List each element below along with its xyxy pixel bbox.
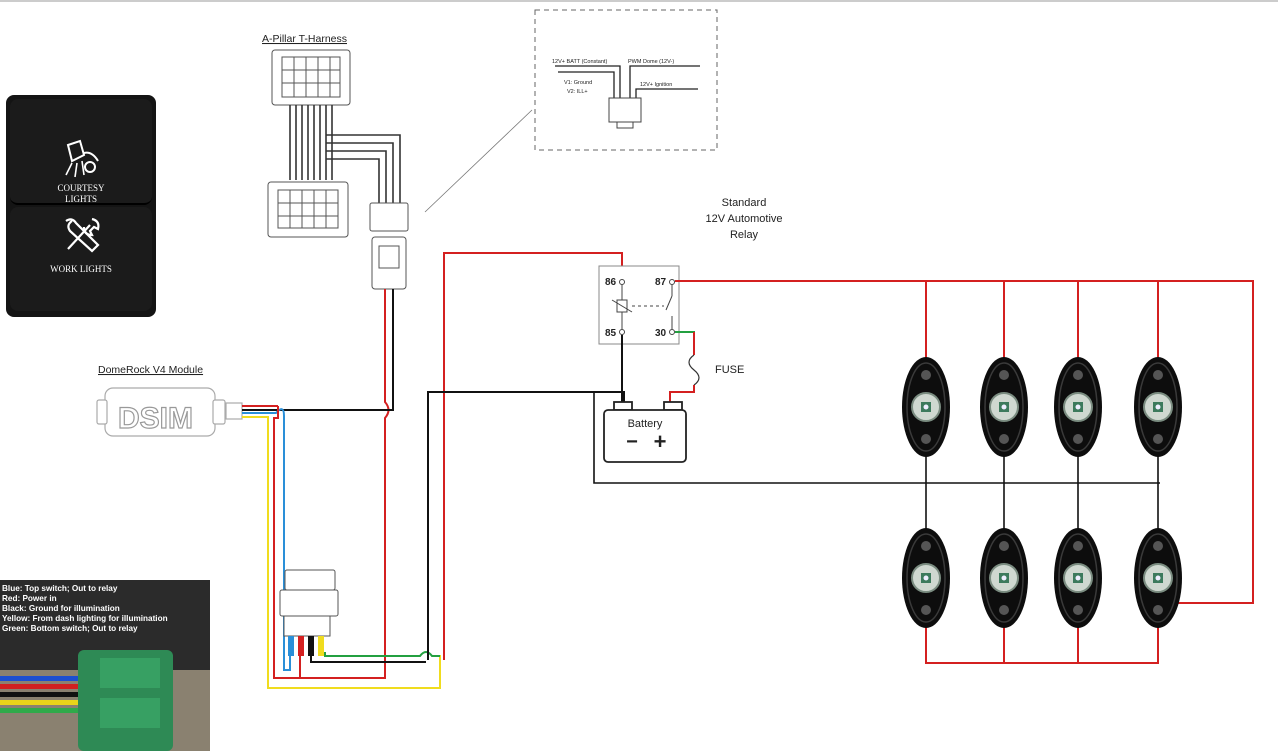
a-pillar-label: A-Pillar T-Harness xyxy=(262,33,347,45)
light-ground-bus xyxy=(925,455,1159,530)
fuse-symbol xyxy=(688,354,700,386)
battery-neg-sign: − xyxy=(626,431,638,453)
ground-black-wire xyxy=(427,391,625,660)
t-harness-branch-wires xyxy=(326,134,401,205)
a-pillar-connector-bottom xyxy=(267,181,349,238)
detail-v1-label: V1: Ground xyxy=(564,80,592,86)
connector-detail-box xyxy=(534,9,718,151)
relay-body xyxy=(598,265,680,345)
legend-blue: Blue: Top switch; Out to relay xyxy=(2,584,118,593)
switch-connector-pins xyxy=(288,636,324,656)
work-lights-switch[interactable]: WORK LIGHTS xyxy=(10,207,152,311)
courtesy-label-1: COURTESY xyxy=(57,183,105,193)
battery-label: Battery xyxy=(628,418,663,430)
legend-black: Black: Ground for illumination xyxy=(2,604,120,613)
rock-light-8 xyxy=(1134,528,1182,628)
courtesy-lights-switch[interactable]: COURTESY LIGHTS xyxy=(10,99,152,205)
battery xyxy=(603,401,687,463)
a-pillar-wire-bundle xyxy=(289,105,333,180)
domerock-label: DomeRock V4 Module xyxy=(98,364,203,376)
relay-86-red-wire xyxy=(443,252,623,660)
light-power-bus xyxy=(675,280,1254,664)
detail-callout-line xyxy=(424,109,533,213)
legend-yellow: Yellow: From dash lighting for illuminat… xyxy=(2,614,168,623)
detail-pwm-label: PWM Dome (12V-) xyxy=(628,59,674,65)
relay-internals xyxy=(611,279,675,335)
detail-v2-label: V2: ILL+ xyxy=(567,89,588,95)
battery-ground-bus xyxy=(593,392,1160,484)
switch-connector xyxy=(279,569,339,637)
connector-detail-wires xyxy=(555,65,700,98)
courtesy-label-2: LIGHTS xyxy=(65,194,97,204)
legend-red: Red: Power in xyxy=(2,594,57,603)
relay-pin-87: 87 xyxy=(655,277,667,288)
relay-pin-86: 86 xyxy=(605,277,617,288)
connector-detail-plug xyxy=(608,97,642,123)
dsim-text: DSIM xyxy=(118,402,193,435)
harness-black-wire xyxy=(383,289,394,411)
a-pillar-connector-top xyxy=(271,49,351,106)
work-lights-label: WORK LIGHTS xyxy=(50,264,112,274)
detail-ign-label: 12V+ Ignition xyxy=(640,82,672,88)
wire-legend: Blue: Top switch; Out to relay Red: Powe… xyxy=(2,584,168,634)
fuse-to-battery-wire xyxy=(669,385,695,404)
rock-light-5 xyxy=(902,528,950,628)
t-harness-plug xyxy=(369,202,409,290)
wire-legend-photo: Blue: Top switch; Out to relay Red: Powe… xyxy=(0,580,210,751)
rock-light-1 xyxy=(902,357,950,457)
rock-light-4 xyxy=(1134,357,1182,457)
rock-light-7 xyxy=(1054,528,1102,628)
rock-light-3 xyxy=(1054,357,1102,457)
detail-batt-label: 12V+ BATT (Constant) xyxy=(552,59,607,65)
rock-light-2 xyxy=(980,357,1028,457)
fuse-label: FUSE xyxy=(715,364,744,376)
relay-label-1: Standard xyxy=(722,197,767,209)
relay-label-3: Relay xyxy=(730,229,759,241)
battery-pos-sign: + xyxy=(654,429,667,454)
rock-lights xyxy=(902,357,1182,628)
switch-output-wires xyxy=(310,651,440,663)
dome-light-icon xyxy=(65,139,99,178)
module-output-wires xyxy=(242,405,441,689)
legend-green: Green: Bottom switch; Out to relay xyxy=(2,624,138,633)
switch-panel: COURTESY LIGHTS WORK LIGHTS xyxy=(6,95,156,317)
dsim-module xyxy=(96,387,243,437)
relay-pin-30: 30 xyxy=(655,328,667,339)
rock-light-6 xyxy=(980,528,1028,628)
tools-icon xyxy=(65,217,100,253)
relay-pin-85: 85 xyxy=(605,328,617,339)
relay-label-2: 12V Automotive xyxy=(705,213,782,225)
